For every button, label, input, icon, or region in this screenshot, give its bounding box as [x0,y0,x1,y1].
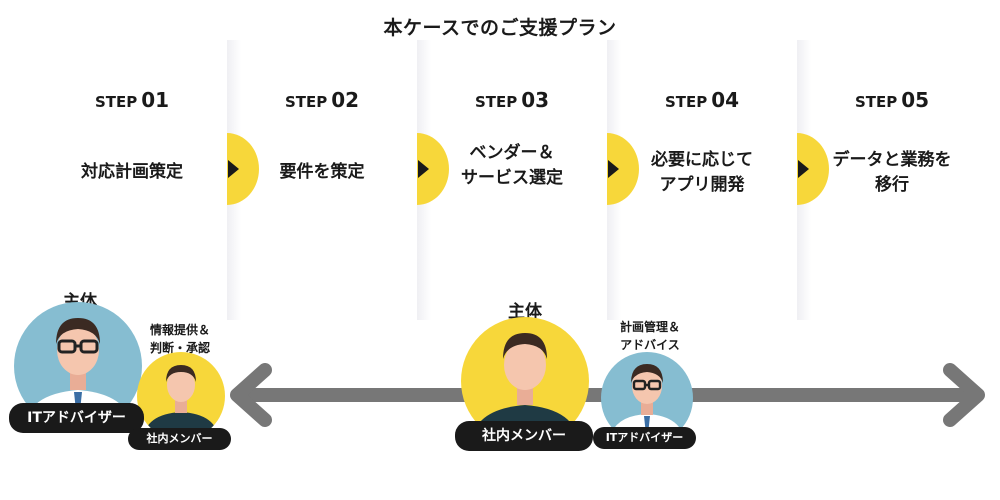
staff-member-avatar [137,352,225,440]
it-advisor-role-badge: ITアドバイザー [9,403,144,433]
step-connector-icon [607,133,639,205]
staff-member-role-badge: 社内メンバー [128,428,231,450]
sub-actor-label: 計画管理＆アドバイス [619,320,680,352]
staff-member-avatar [461,317,589,445]
sub-actor-label: 情報提供＆判断・承認 [149,323,210,355]
step-title: ベンダー＆サービス選定 [461,143,563,188]
step-connector-icon [797,133,829,205]
step-connector-icon [227,133,259,205]
staff-member-role-badge: 社内メンバー [455,421,593,451]
it-advisor-role-badge: ITアドバイザー [593,427,696,449]
step-title: 要件を策定 [279,162,365,182]
step-title: 対応計画策定 [81,162,183,182]
page-title: 本ケースでのご支援プラン [383,17,617,39]
step-title: 必要に応じてアプリ開発 [651,150,753,195]
step-title: データと業務を移行 [832,150,952,195]
step-connector-icon [417,133,449,205]
